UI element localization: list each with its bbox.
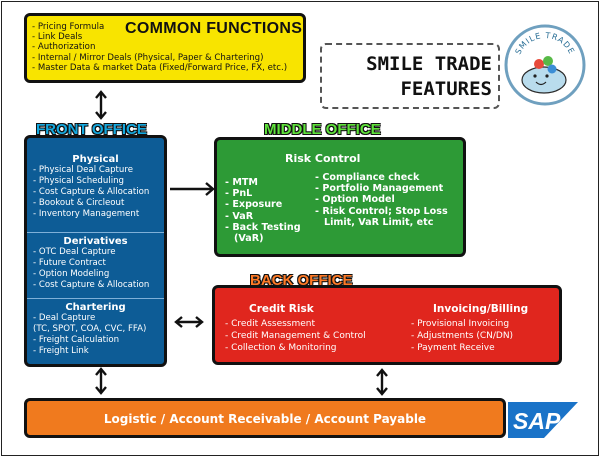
list-item: - OTC Deal Capture xyxy=(33,247,116,257)
credit-risk-list: - Credit Assessment - Credit Management … xyxy=(225,318,366,354)
list-item: - Freight Link xyxy=(33,346,89,356)
invoicing-list: - Provisional Invoicing - Adjustments (C… xyxy=(411,318,513,354)
list-item: - Compliance check xyxy=(315,172,420,183)
risk-control-heading: Risk Control xyxy=(285,152,361,165)
list-item: - Link Deals xyxy=(32,32,83,43)
credit-risk-heading: Credit Risk xyxy=(249,303,314,315)
middle-office-box: Risk Control - MTM - PnL - Exposure - Va… xyxy=(214,137,466,257)
smile-trade-logo: SMILE TRADE xyxy=(504,24,586,106)
list-item: - Physical Deal Capture xyxy=(33,165,133,175)
arrow-right-icon xyxy=(170,182,215,196)
list-item: - MTM xyxy=(225,177,258,188)
common-functions-title: COMMON FUNCTIONS xyxy=(125,20,303,37)
sap-logo-text: SAP xyxy=(513,408,561,434)
list-item: - Credit Management & Control xyxy=(225,331,366,341)
derivatives-list: - OTC Deal Capture - Future Contract - O… xyxy=(27,247,164,291)
front-section-derivatives: Derivatives - OTC Deal Capture - Future … xyxy=(27,232,164,291)
front-section-chartering: Chartering - Deal Capture (TC, SPOT, COA… xyxy=(27,298,164,357)
chartering-list: - Deal Capture (TC, SPOT, COA, CVC, FFA)… xyxy=(27,313,164,357)
common-functions-box: - Pricing Formula - Link Deals - Authori… xyxy=(24,13,306,83)
list-item: - Bookout & Circleout xyxy=(33,198,125,208)
risk-metrics-list: - MTM - PnL - Exposure - VaR - Back Test… xyxy=(225,177,301,244)
list-item: - Provisional Invoicing xyxy=(411,319,510,329)
list-item: - Deal Capture xyxy=(33,313,96,323)
logistic-label: Logistic / Account Receivable / Account … xyxy=(103,412,427,426)
features-title-line1: SMILE TRADE xyxy=(366,53,492,75)
logistic-bar: Logistic / Account Receivable / Account … xyxy=(24,398,506,438)
list-item: - Adjustments (CN/DN) xyxy=(411,331,514,341)
list-item: - Inventory Management xyxy=(33,209,140,219)
list-item: - VaR xyxy=(225,210,254,222)
sap-logo: SAP xyxy=(508,402,578,438)
common-functions-list: - Pricing Formula - Link Deals - Authori… xyxy=(32,22,287,73)
list-item: - Freight Calculation xyxy=(33,335,120,345)
section-heading: Chartering xyxy=(65,302,126,313)
list-item: - Physical Scheduling xyxy=(33,176,125,186)
list-item: (VaR) xyxy=(234,233,264,245)
front-section-physical: Physical - Physical Deal Capture - Physi… xyxy=(27,154,164,220)
front-office-box: Physical - Physical Deal Capture - Physi… xyxy=(24,135,167,367)
list-item: - PnL xyxy=(225,188,253,200)
list-item: - Portfolio Management xyxy=(315,183,444,195)
risk-management-list: - Compliance check - Portfolio Managemen… xyxy=(315,172,448,228)
list-item: - Master Data & market Data (Fixed/Forwa… xyxy=(32,62,288,73)
invoicing-heading: Invoicing/Billing xyxy=(433,303,529,315)
physical-list: - Physical Deal Capture - Physical Sched… xyxy=(27,165,164,220)
list-item: Limit, VaR Limit, etc xyxy=(324,216,434,228)
list-item: - Collection & Monitoring xyxy=(225,343,337,353)
front-office-title: FRONT OFFICE xyxy=(36,121,147,138)
double-arrow-icon xyxy=(95,367,107,395)
list-item: - Internal / Mirror Deals (Physical, Pap… xyxy=(32,52,264,63)
middle-office-title: MIDDLE OFFICE xyxy=(264,121,381,138)
list-item: - Option Modeling xyxy=(33,269,110,279)
list-item: - Pricing Formula xyxy=(32,22,105,32)
list-item: - Risk Control; Stop Loss xyxy=(315,205,448,217)
list-item: - Back Testing xyxy=(225,221,301,233)
list-item: - Cost Capture & Allocation xyxy=(33,187,150,197)
double-arrow-icon xyxy=(174,316,204,328)
list-item: - Cost Capture & Allocation xyxy=(33,280,150,290)
features-title-line2: FEATURES xyxy=(400,78,492,100)
list-item: - Exposure xyxy=(225,199,283,211)
list-item: (TC, SPOT, COA, CVC, FFA) xyxy=(33,324,147,334)
list-item: - Credit Assessment xyxy=(225,319,316,329)
features-box: SMILE TRADE FEATURES xyxy=(320,43,500,109)
list-item: - Future Contract xyxy=(33,258,106,268)
section-heading: Derivatives xyxy=(63,236,128,247)
back-office-title: BACK OFFICE xyxy=(250,272,353,289)
back-office-box: Credit Risk - Credit Assessment - Credit… xyxy=(212,285,562,365)
double-arrow-icon xyxy=(95,90,107,120)
list-item: - Option Model xyxy=(315,194,395,206)
list-item: - Payment Receive xyxy=(411,343,495,353)
list-item: - Authorization xyxy=(32,42,96,53)
double-arrow-icon xyxy=(376,368,388,396)
section-heading: Physical xyxy=(72,154,119,165)
